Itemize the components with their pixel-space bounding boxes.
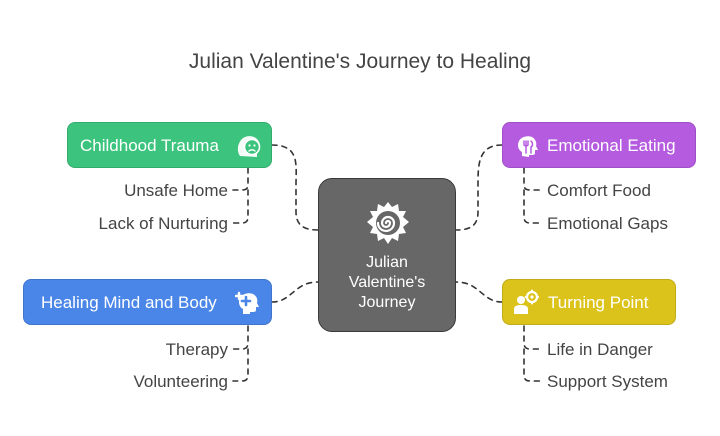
- connector-healing-mind-and-body: [271, 281, 319, 303]
- leaf-life-in-danger: Life in Danger: [547, 340, 653, 359]
- leaf-lack-of-nurturing: Lack of Nurturing: [98, 214, 228, 233]
- branch-label-healing-mind-and-body: Healing Mind and Body: [41, 293, 217, 312]
- leaf-therapy: Therapy: [165, 340, 228, 359]
- branch-label-childhood-trauma: Childhood Trauma: [80, 136, 219, 155]
- connector-emotional-eating: [455, 144, 503, 231]
- person-gear-icon: [514, 289, 539, 314]
- center-label-line-2: Valentine's: [348, 274, 426, 291]
- branch-label-emotional-eating: Emotional Eating: [547, 136, 676, 155]
- connector-emotional-gaps: [523, 189, 541, 224]
- head-plus-icon: [235, 291, 259, 314]
- connector-unsafe-home: [232, 167, 249, 191]
- head-fork-knife-icon: [518, 136, 538, 157]
- sad-face-head-icon: [237, 136, 261, 157]
- connector-turning-point: [455, 281, 503, 303]
- leaf-emotional-gaps: Emotional Gaps: [547, 214, 668, 233]
- leaf-comfort-food: Comfort Food: [547, 181, 651, 200]
- branch-turning-point[interactable]: Turning Point: [502, 279, 676, 325]
- center-label-line-1: Julian: [366, 254, 408, 271]
- connector-comfort-food: [523, 167, 541, 191]
- connector-childhood-trauma: [271, 144, 319, 231]
- spiral-badge-icon: [367, 202, 409, 244]
- connector-life-in-danger: [523, 325, 541, 350]
- page-title: Julian Valentine's Journey to Healing: [188, 50, 532, 73]
- branch-healing-mind-and-body[interactable]: Healing Mind and Body: [23, 279, 272, 325]
- center-label-line-3: Journey: [358, 294, 416, 311]
- connector-support-system: [523, 348, 541, 382]
- connector-volunteering: [232, 348, 249, 382]
- connector-lack-of-nurturing: [232, 189, 249, 224]
- branch-emotional-eating[interactable]: Emotional Eating: [502, 122, 696, 168]
- leaf-support-system: Support System: [547, 372, 668, 391]
- branch-label-turning-point: Turning Point: [548, 293, 649, 312]
- connector-therapy: [232, 325, 249, 350]
- leaf-unsafe-home: Unsafe Home: [124, 181, 228, 200]
- leaf-volunteering: Volunteering: [133, 372, 228, 391]
- branch-childhood-trauma[interactable]: Childhood Trauma: [67, 122, 272, 168]
- center-node[interactable]: Julian Valentine's Journey: [318, 178, 456, 332]
